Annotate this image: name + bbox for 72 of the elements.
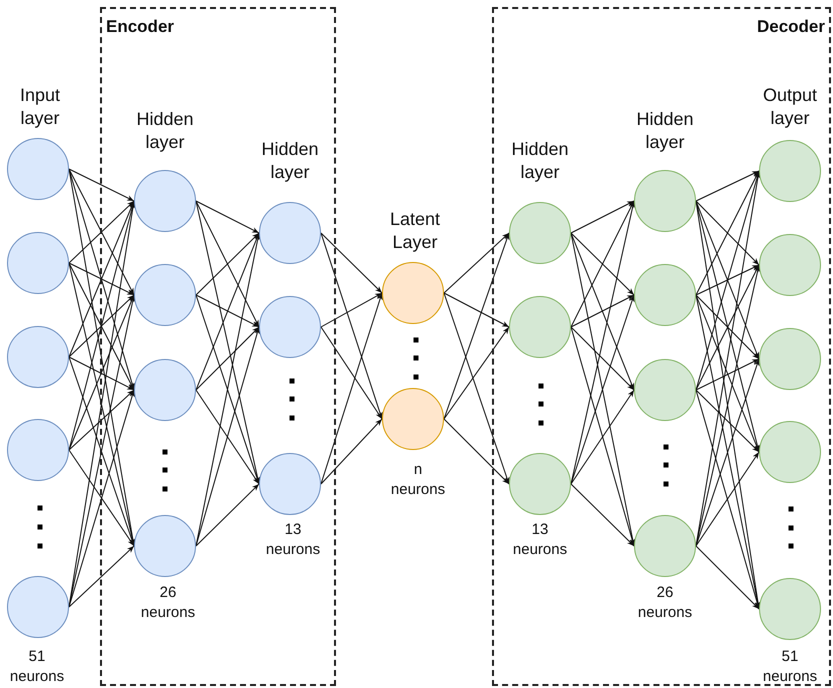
arrow xyxy=(68,262,134,390)
arrow xyxy=(68,356,134,390)
arrow xyxy=(696,358,760,390)
arrow xyxy=(570,200,634,328)
arrow xyxy=(570,390,634,484)
arrow xyxy=(68,450,134,546)
neuron-count: n neurons xyxy=(390,460,446,499)
arrow xyxy=(68,262,134,296)
group-title: Encoder xyxy=(106,17,174,37)
arrow xyxy=(696,264,760,296)
arrow xyxy=(696,170,760,296)
arrow xyxy=(196,294,260,484)
arrow xyxy=(570,200,634,234)
arrow xyxy=(320,232,382,294)
arrow xyxy=(696,170,760,202)
arrow xyxy=(570,294,634,484)
arrow xyxy=(696,546,760,610)
arrow xyxy=(444,232,510,420)
arrow xyxy=(696,200,760,266)
neuron-count: 51 neurons xyxy=(8,647,66,686)
layer-heading: Hidden layer xyxy=(510,138,570,184)
layer-heading: Hidden layer xyxy=(135,108,195,154)
arrow xyxy=(444,292,510,484)
arrow xyxy=(68,200,134,264)
layer-heading: Input layer xyxy=(18,84,62,130)
layer-heading: Output layer xyxy=(762,84,818,130)
layer-heading: Latent Layer xyxy=(388,208,442,254)
neuron-count: 13 neurons xyxy=(512,520,568,559)
neuron-count: 26 neurons xyxy=(140,583,196,622)
arrow xyxy=(68,390,135,608)
arrow xyxy=(196,484,260,546)
arrow xyxy=(68,168,134,296)
arrow xyxy=(320,326,382,420)
neuron-count: 51 neurons xyxy=(762,647,818,686)
layer-heading: Hidden layer xyxy=(635,108,695,154)
arrow xyxy=(444,418,510,484)
arrow xyxy=(444,292,510,328)
arrow xyxy=(570,294,634,328)
arrow xyxy=(320,232,382,420)
neuron-count: 26 neurons xyxy=(636,583,694,622)
dashed-group-box xyxy=(100,7,336,686)
arrow xyxy=(696,264,760,390)
arrow xyxy=(68,356,134,546)
arrow xyxy=(196,232,260,296)
arrow xyxy=(68,546,134,608)
dashed-group-box xyxy=(492,7,831,686)
layer-heading: Hidden layer xyxy=(260,138,320,184)
arrow xyxy=(196,200,260,234)
arrow xyxy=(570,232,634,390)
arrow xyxy=(320,292,383,484)
arrow xyxy=(696,390,760,452)
arrow xyxy=(444,326,510,420)
arrow xyxy=(444,232,510,294)
arrow xyxy=(570,326,634,390)
arrow xyxy=(696,358,760,546)
arrow xyxy=(320,292,382,328)
arrow xyxy=(68,294,134,358)
arrow xyxy=(196,390,260,484)
neuron-count: 13 neurons xyxy=(264,520,322,559)
arrow xyxy=(68,168,134,202)
arrow xyxy=(320,418,382,484)
arrow xyxy=(68,390,134,450)
arrow xyxy=(196,294,260,328)
arrow xyxy=(696,200,760,360)
arrow xyxy=(696,294,760,360)
arrow xyxy=(570,484,634,546)
arrow xyxy=(196,326,260,546)
arrow xyxy=(196,326,260,390)
arrow xyxy=(570,232,634,296)
group-title: Decoder xyxy=(756,17,825,37)
arrow xyxy=(196,200,260,328)
arrow xyxy=(696,452,760,546)
